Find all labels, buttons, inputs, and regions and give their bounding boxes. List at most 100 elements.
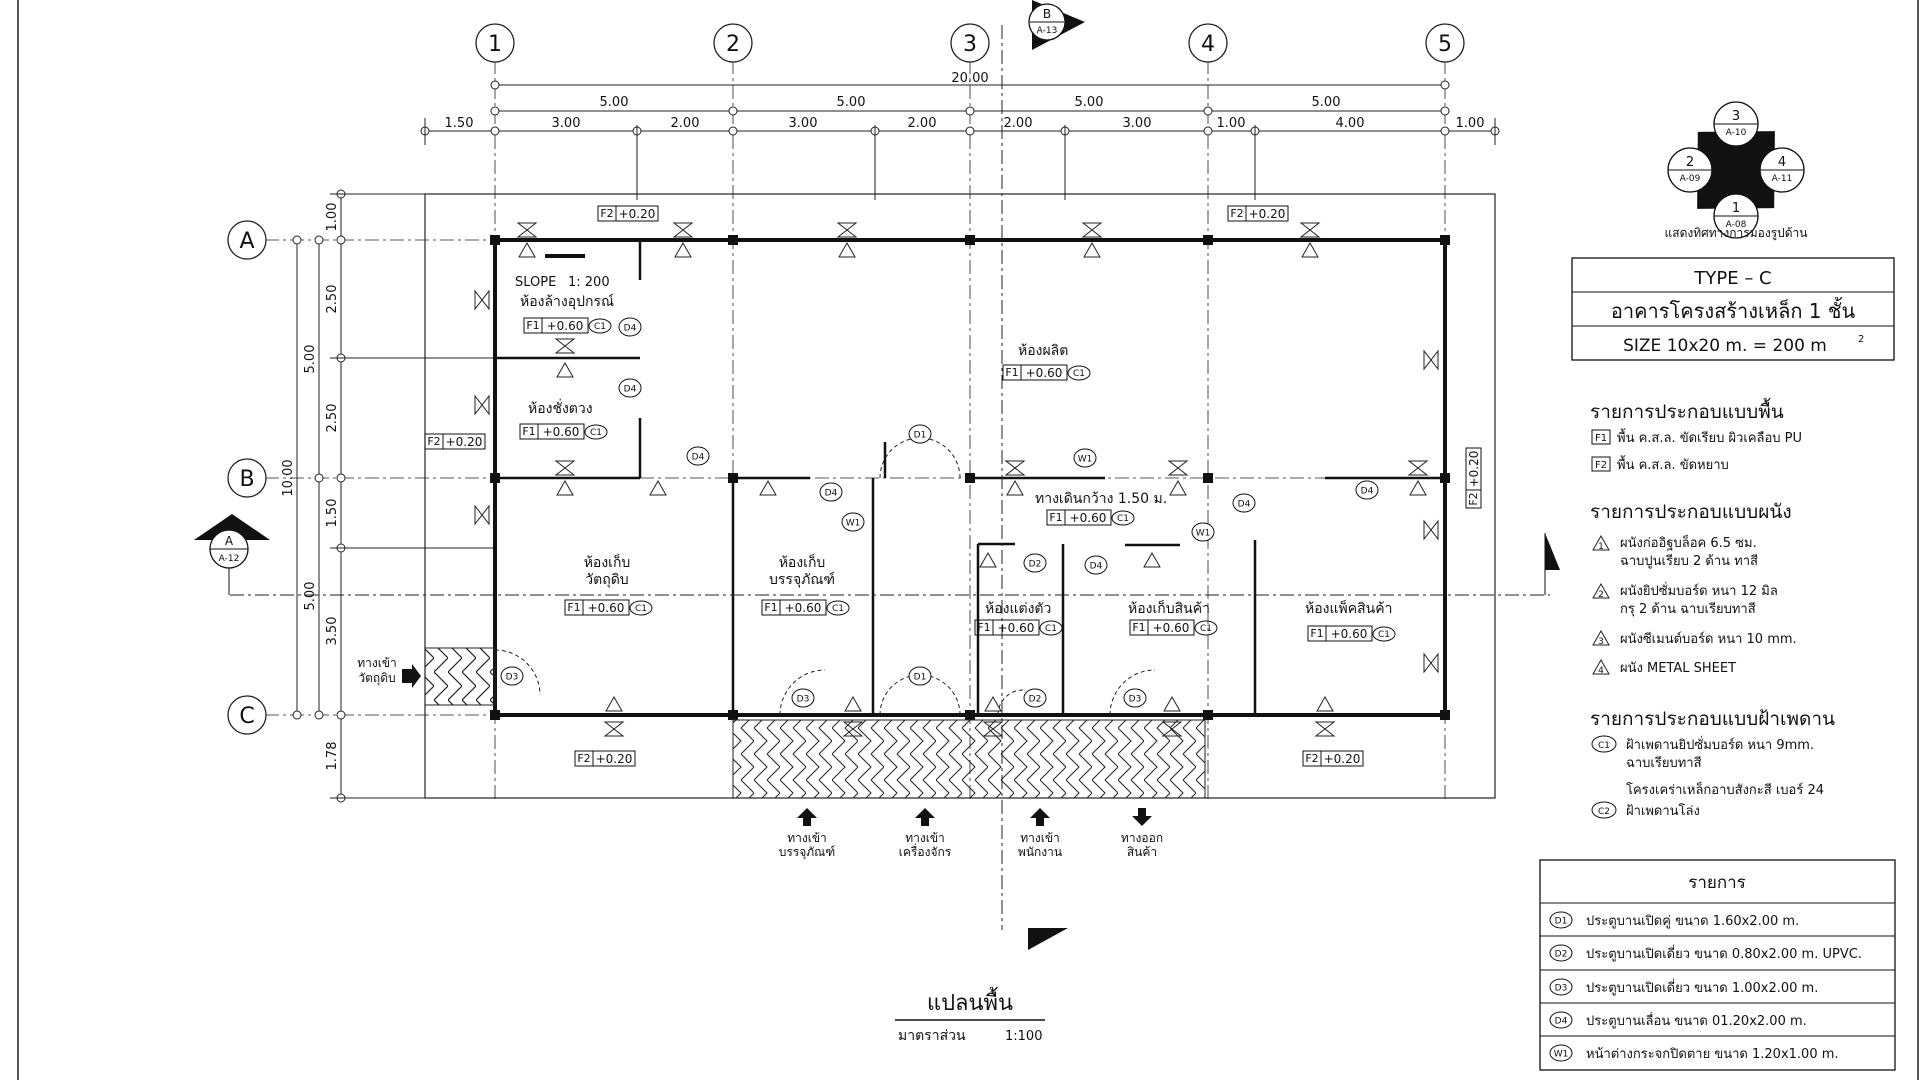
entrance-staff-label: พนักงาน bbox=[1018, 845, 1062, 859]
elev-e-num: 4 bbox=[1778, 155, 1786, 170]
schedule-code: D3 bbox=[1555, 984, 1568, 994]
door-code: D4 bbox=[1090, 562, 1103, 572]
door-code: D3 bbox=[1129, 695, 1142, 705]
ceiling-code: C1 bbox=[1378, 630, 1390, 640]
room-wash: ห้องล้างอุปกรณ์ bbox=[520, 293, 614, 310]
title-name: อาคารโครงสร้างเหล็ก 1 ชั้น bbox=[1611, 297, 1856, 323]
door-code: D4 bbox=[1238, 500, 1251, 510]
columns bbox=[490, 235, 1450, 720]
section-a-right-arrow bbox=[1545, 533, 1560, 570]
title-box: TYPE – C อาคารโครงสร้างเหล็ก 1 ชั้น SIZE… bbox=[1571, 257, 1895, 361]
elevation-key: 3 A-10 1 A-08 2 A-09 4 A-11 แสดงทิศทางกา… bbox=[1665, 101, 1807, 241]
entrance-raw-line: ทางเข้า bbox=[357, 656, 397, 670]
room-dress: ห้องแต่งตัว bbox=[985, 601, 1051, 617]
door-code: W1 bbox=[846, 519, 861, 529]
ceiling-code: C1 bbox=[590, 428, 602, 438]
floor-code: F2 bbox=[577, 752, 590, 765]
door-code: D4 bbox=[624, 385, 637, 395]
door-tag-d2: D2 bbox=[1023, 553, 1047, 573]
door-tag-d4: D4 bbox=[618, 378, 642, 398]
room-packing: ห้องแพ็คสินค้า bbox=[1305, 599, 1392, 617]
floor-level: +0.60 bbox=[588, 601, 625, 615]
room-labels: ห้องล้างอุปกรณ์ ห้องชั่งตวง ห้องผลิต ทาง… bbox=[520, 293, 1392, 617]
dim-sub-4: 3.00 bbox=[789, 116, 818, 131]
floor-level: +0.20 bbox=[596, 752, 633, 766]
legend-wall-text-2: ผนังยิปซั่มบอร์ด หนา 12 มิล bbox=[1620, 582, 1778, 599]
floor-code: F1 bbox=[526, 319, 539, 332]
legend-ceiling-heading: รายการประกอบแบบฝ้าเพดาน bbox=[1590, 708, 1835, 730]
door-tag-d3: D3 bbox=[500, 666, 524, 686]
dim-sub-1: 1.50 bbox=[445, 116, 474, 131]
floor-tag-f2: F2+0.20 bbox=[424, 433, 486, 450]
grid-label-1: 1 bbox=[488, 32, 502, 57]
front-ramp-hatch bbox=[732, 719, 1206, 799]
dim-vertical-sub-3: 2.50 bbox=[325, 404, 340, 433]
dim-vertical-bay-2: 5.00 bbox=[303, 582, 318, 611]
plan-scale-label: มาตราส่วน bbox=[898, 1028, 966, 1044]
legend-ceiling-code-2: C2 bbox=[1598, 807, 1610, 817]
door-code: D4 bbox=[692, 453, 705, 463]
ceiling-code: C1 bbox=[1045, 624, 1057, 634]
entrance-goods_out-label: สินค้า bbox=[1127, 845, 1157, 859]
floor-tag-f2: F2+0.20 bbox=[1302, 750, 1364, 767]
dim-sub-6: 2.00 bbox=[1004, 116, 1033, 131]
legend-wall-code-3: 3 bbox=[1598, 637, 1604, 647]
grid-label-4: 4 bbox=[1201, 32, 1215, 57]
dim-vertical-sub-4: 1.50 bbox=[325, 499, 340, 528]
plan-title-text: แปลนพื้น bbox=[927, 987, 1013, 1016]
grid-label-c: C bbox=[239, 704, 254, 729]
legend-ceiling-code-1: C1 bbox=[1598, 741, 1610, 751]
floor-level: +0.20 bbox=[1324, 752, 1361, 766]
legend-floor-code-1: F1 bbox=[1595, 433, 1607, 444]
legend-floor-code-2: F2 bbox=[1595, 460, 1607, 471]
room-raw-line: วัตถุดิบ bbox=[585, 572, 628, 588]
dim-bay-3: 5.00 bbox=[1075, 95, 1104, 110]
entrance-staff-label: ทางเข้า bbox=[1020, 831, 1060, 845]
dimension-lines-left bbox=[292, 189, 495, 803]
section-b-bottom-arrow bbox=[1028, 928, 1068, 950]
schedule-text: ประตูบานเปิดคู่ ขนาด 1.60x2.00 m. bbox=[1586, 914, 1799, 929]
door-tag-d4: D4 bbox=[819, 482, 843, 502]
door-tag-d1: D1 bbox=[908, 424, 932, 444]
door-window-schedule: รายการ bbox=[1539, 859, 1896, 1071]
raw-entrance-ramp bbox=[424, 647, 496, 706]
legend-wall-code-2: 2 bbox=[1598, 590, 1604, 600]
dim-sub-7: 3.00 bbox=[1123, 116, 1152, 131]
entrance-arrow-up-icon bbox=[797, 808, 817, 826]
door-code: D4 bbox=[624, 324, 637, 334]
room-weigh: ห้องชั่งตวง bbox=[528, 399, 593, 417]
elev-n-sheet: A-10 bbox=[1726, 128, 1747, 138]
floor-code: F1 bbox=[764, 601, 777, 614]
entrance-pack-label: ทางเข้า bbox=[787, 831, 827, 845]
plan-scale-value: 1:100 bbox=[1005, 1029, 1042, 1044]
entrance-machine-label: เครื่องจักร bbox=[899, 843, 952, 859]
door-code: D3 bbox=[797, 695, 810, 705]
floor-level: +0.20 bbox=[1249, 207, 1286, 221]
legend-wall-heading: รายการประกอบแบบผนัง bbox=[1590, 501, 1792, 523]
legend-wall-code-1: 1 bbox=[1598, 542, 1604, 552]
door-tag-d2: D2 bbox=[1023, 688, 1047, 708]
schedule-text: หน้าต่างกระจกปิดตาย ขนาด 1.20x1.00 m. bbox=[1586, 1047, 1839, 1062]
legend-floor-heading: รายการประกอบแบบพื้น bbox=[1590, 398, 1784, 423]
door-code: D4 bbox=[1361, 487, 1374, 497]
door-code: W1 bbox=[1196, 529, 1211, 539]
plan-title: แปลนพื้น มาตราส่วน 1:100 bbox=[895, 987, 1045, 1044]
dim-vertical-sub-6: 1.78 bbox=[325, 742, 340, 771]
door-code: D3 bbox=[506, 673, 519, 683]
entrance-machine-label: ทางเข้า bbox=[905, 831, 945, 845]
grid-label-5: 5 bbox=[1438, 32, 1452, 57]
floor-level: +0.20 bbox=[1467, 451, 1481, 488]
floor-code: F1 bbox=[1049, 511, 1062, 524]
section-a-sheet: A-12 bbox=[219, 554, 240, 564]
door-tag-d4: D4 bbox=[686, 446, 710, 466]
door-tag-w1: W1 bbox=[1073, 448, 1097, 468]
door-code: D2 bbox=[1029, 560, 1042, 570]
exit-arrow-down-icon bbox=[1132, 808, 1152, 826]
